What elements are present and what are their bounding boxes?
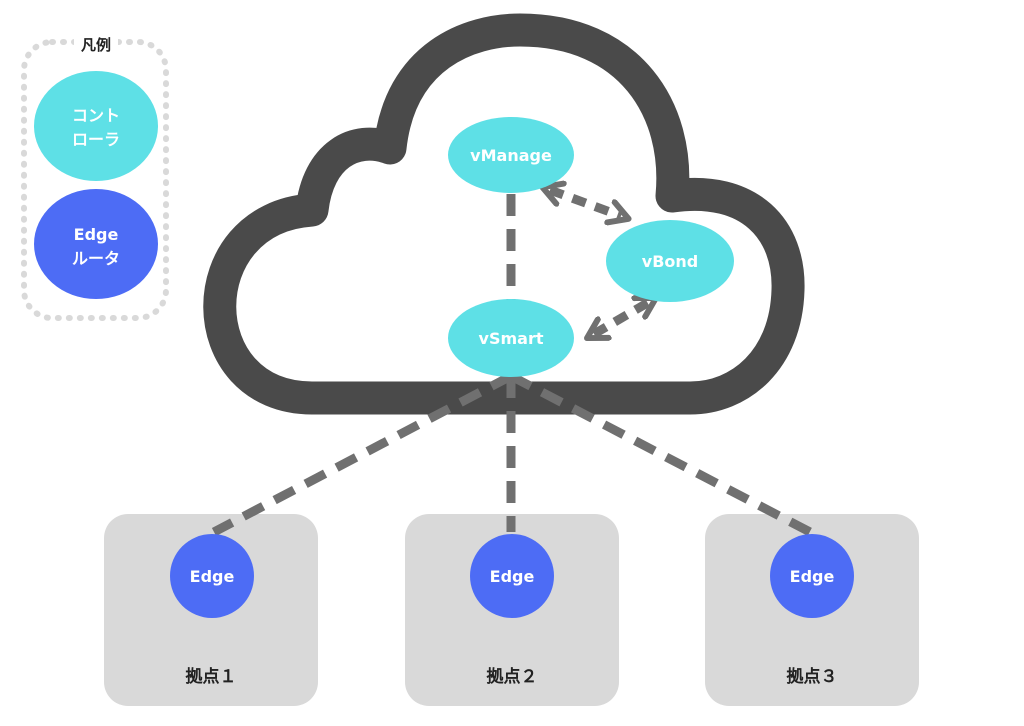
vbond-node xyxy=(606,220,734,302)
legend-title-bg xyxy=(74,34,118,54)
legend-controller-label-line2: ローラ xyxy=(72,130,120,149)
legend-edge-circle xyxy=(34,189,158,299)
vmanage-label: vManage xyxy=(470,146,552,165)
site-label-2: 拠点２ xyxy=(487,666,538,687)
vsmart-label: vSmart xyxy=(479,329,544,348)
edge-label-3: Edge xyxy=(790,567,835,586)
arrow-vmanage-vbond xyxy=(550,190,621,216)
legend-title: 凡例 xyxy=(81,36,111,54)
connector-vsmart-edge-3 xyxy=(508,372,813,536)
edge-node-1 xyxy=(170,534,254,618)
edge-node-3 xyxy=(770,534,854,618)
legend-controller-circle xyxy=(34,71,158,181)
site-label-3: 拠点３ xyxy=(787,666,838,687)
legend-controller-label-line1: コント xyxy=(72,106,120,125)
edge-node-2 xyxy=(470,534,554,618)
legend-edge-label-line1: Edge xyxy=(74,225,119,244)
vsmart-node xyxy=(448,299,574,377)
arrow-vsmart-vbond xyxy=(594,302,649,334)
vbond-label: vBond xyxy=(642,252,698,271)
edge-label-1: Edge xyxy=(190,567,235,586)
vmanage-node xyxy=(448,117,574,193)
connector-vsmart-edge-1 xyxy=(211,372,514,536)
edge-label-2: Edge xyxy=(490,567,535,586)
site-label-1: 拠点１ xyxy=(186,666,237,687)
legend: 凡例 コント ローラ Edge ルータ xyxy=(21,34,169,321)
legend-edge-label-line2: ルータ xyxy=(72,249,120,268)
connectors xyxy=(211,194,813,536)
